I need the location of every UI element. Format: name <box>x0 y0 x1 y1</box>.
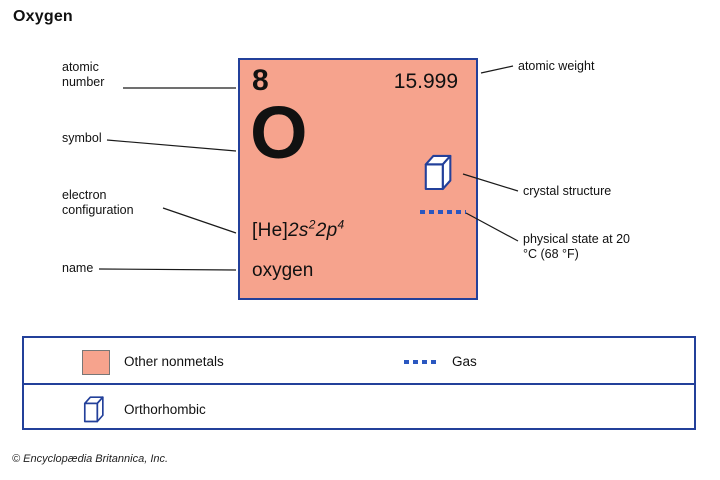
legend-orthorhombic-label: Orthorhombic <box>124 402 206 417</box>
physical-state-dotted-line-icon <box>420 210 466 214</box>
econfig-part: s <box>298 220 309 241</box>
callout-physical-state: physical state at 20 °C (68 °F) <box>523 232 631 261</box>
econfig-superscript: 4 <box>337 217 345 232</box>
electron-configuration-value: [He]2s22p4 <box>252 217 345 242</box>
crystal-structure-cube-icon <box>424 154 452 191</box>
element-card: 8 15.999 O [He]2s22p4 oxygen <box>238 58 478 300</box>
leader-econfig <box>162 207 237 234</box>
callout-atomic-number: atomic number <box>62 60 105 89</box>
callout-crystal-structure: crystal structure <box>523 184 612 198</box>
legend-box: Other nonmetals Gas Orthorhombic <box>22 336 696 430</box>
leader-atomic-weight <box>480 65 514 74</box>
econfig-part: 2 <box>315 220 327 241</box>
econfig-core: [He] <box>252 220 289 241</box>
orthorhombic-cube-icon <box>83 396 104 423</box>
atomic-weight-value: 15.999 <box>393 70 458 93</box>
callout-name: name <box>62 261 94 275</box>
legend-divider <box>24 383 694 385</box>
econfig-superscript: 2 <box>308 217 316 232</box>
atomic-number-value: 8 <box>252 64 269 97</box>
econfig-part: p <box>326 220 338 241</box>
element-symbol: O <box>250 91 308 174</box>
legend-gas-label: Gas <box>452 354 477 369</box>
callout-atomic-weight: atomic weight <box>518 59 595 73</box>
copyright-line: © Encyclopædia Britannica, Inc. <box>12 453 169 465</box>
gas-dotted-line-icon <box>404 360 440 364</box>
other-nonmetals-swatch <box>82 350 110 375</box>
leader-symbol <box>106 139 237 152</box>
element-name-value: oxygen <box>252 260 314 281</box>
callout-electron-configuration: electron configuration <box>62 188 134 217</box>
leader-name <box>98 268 237 271</box>
callout-symbol: symbol <box>62 131 102 145</box>
econfig-part: 2 <box>288 220 299 241</box>
page-title: Oxygen <box>13 8 73 25</box>
legend-other-nonmetals-label: Other nonmetals <box>124 354 224 369</box>
